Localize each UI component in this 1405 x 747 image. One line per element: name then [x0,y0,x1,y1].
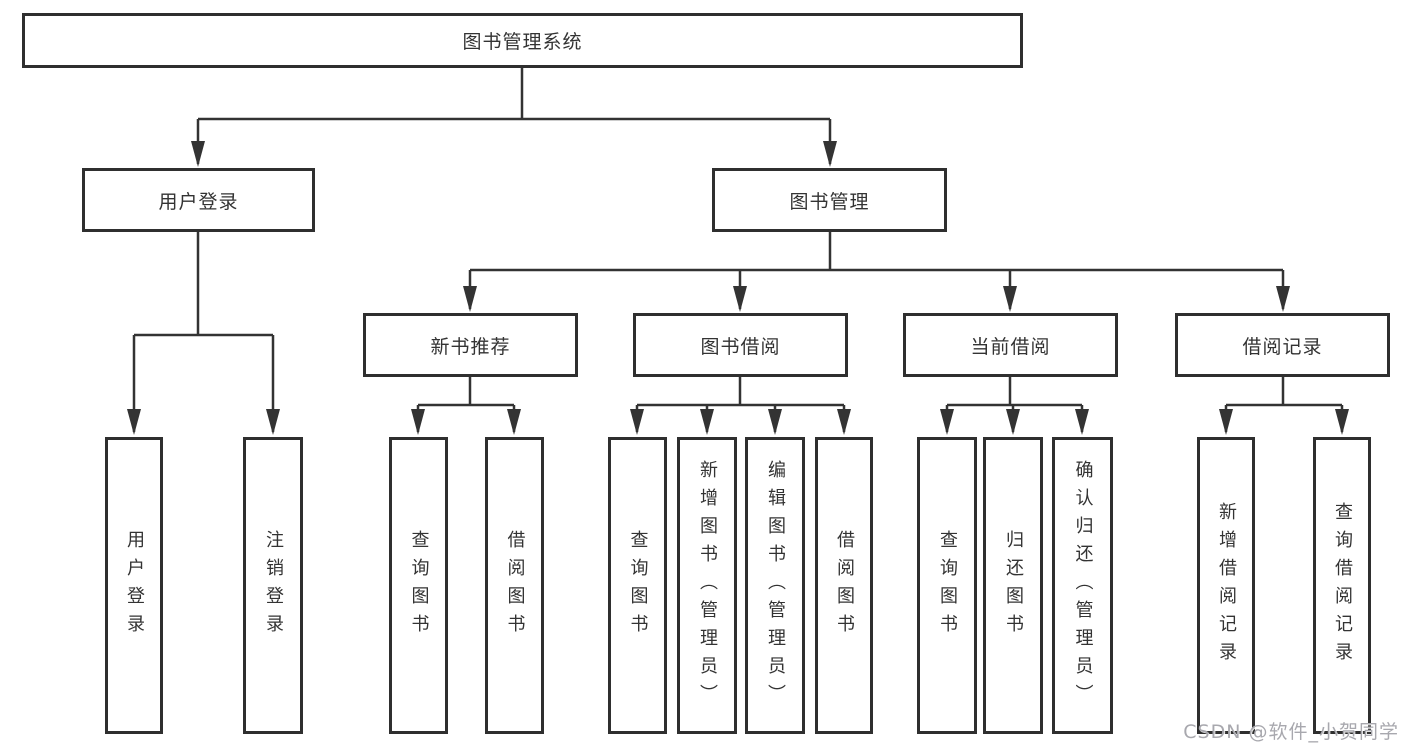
leaf-return-books: 归还图书 [983,437,1043,734]
leaf-logout: 注销登录 [243,437,303,734]
node-borrowing-records-label: 借阅记录 [1242,335,1323,358]
leaf-query-books-2: 查询图书 [608,437,667,734]
leaf-add-borrow-record-label: 新增借阅记录 [1216,501,1237,670]
leaf-query-books-3: 查询图书 [917,437,977,734]
node-book-management-label: 图书管理 [789,190,870,213]
leaf-query-books-1-label: 查询图书 [408,529,430,642]
csdn-watermark: CSDN @软件_小贺同学 [1183,721,1399,743]
node-user-login: 用户登录 [82,168,315,232]
node-book-management: 图书管理 [712,168,947,232]
leaf-user-login-label: 用户登录 [124,529,145,642]
leaf-add-book-admin: 新增图书（管理员） [677,437,737,734]
leaf-borrow-books-1: 借阅图书 [485,437,544,734]
node-current-borrowing-label: 当前借阅 [970,335,1051,358]
node-library-system-label: 图书管理系统 [462,31,583,53]
leaf-query-books-1: 查询图书 [389,437,448,734]
leaf-borrow-books-2: 借阅图书 [815,437,873,734]
leaf-return-books-label: 归还图书 [1003,529,1024,642]
leaf-confirm-return-admin-label: 确认归还（管理员） [1072,459,1094,712]
node-current-borrowing: 当前借阅 [903,313,1118,377]
node-book-borrowing: 图书借阅 [633,313,848,377]
leaf-logout-label: 注销登录 [263,529,284,642]
leaf-query-borrow-record-label: 查询借阅记录 [1332,501,1353,670]
node-borrowing-records: 借阅记录 [1175,313,1390,377]
leaf-borrow-books-2-label: 借阅图书 [834,529,855,642]
leaf-query-books-3-label: 查询图书 [937,529,958,642]
node-book-borrowing-label: 图书借阅 [700,335,781,358]
leaf-edit-book-admin-label: 编辑图书（管理员） [765,459,786,712]
node-new-book-recommend: 新书推荐 [363,313,578,377]
node-user-login-label: 用户登录 [158,190,239,213]
leaf-edit-book-admin: 编辑图书（管理员） [745,437,805,734]
leaf-query-books-2-label: 查询图书 [627,529,649,642]
leaf-borrow-books-1-label: 借阅图书 [504,529,526,642]
leaf-add-borrow-record: 新增借阅记录 [1197,437,1255,734]
node-library-system: 图书管理系统 [22,13,1023,68]
leaf-confirm-return-admin: 确认归还（管理员） [1052,437,1113,734]
leaf-query-borrow-record: 查询借阅记录 [1313,437,1371,734]
leaf-user-login: 用户登录 [105,437,163,734]
node-new-book-recommend-label: 新书推荐 [430,335,511,358]
leaf-add-book-admin-label: 新增图书（管理员） [697,459,718,712]
